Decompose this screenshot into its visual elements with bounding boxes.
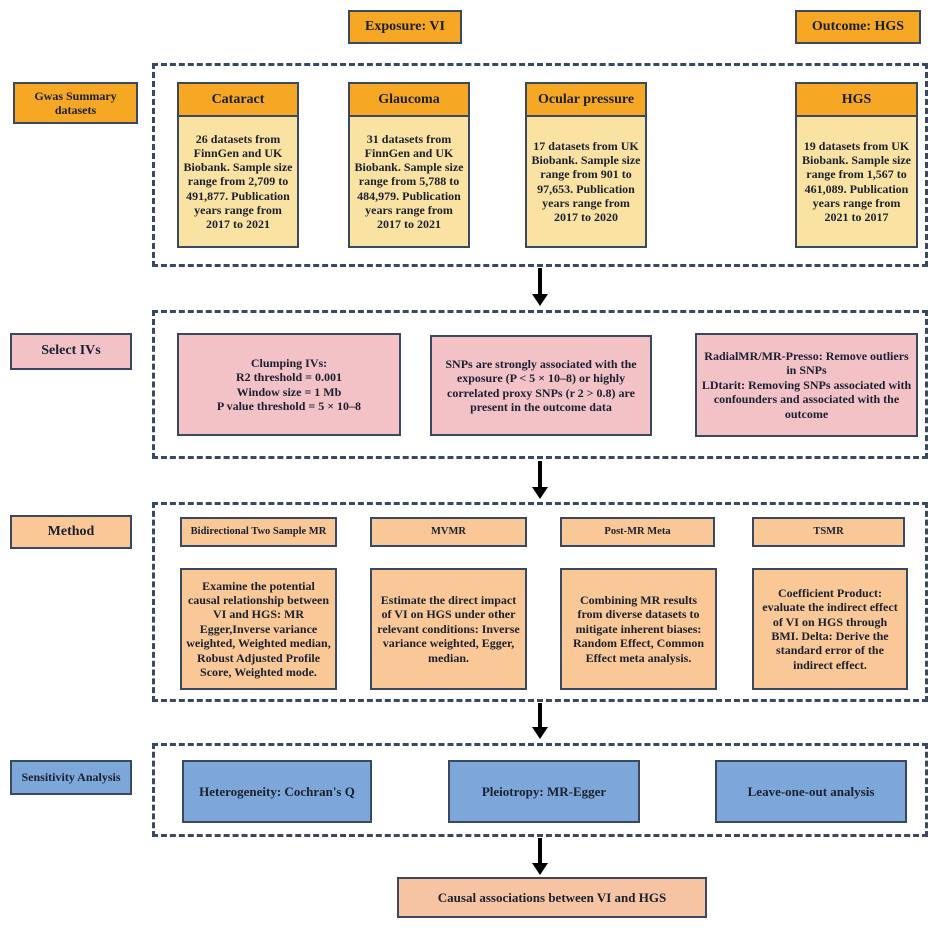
dataset-body: 19 datasets from UK Biobank. Sample size… xyxy=(797,117,916,246)
heterogeneity-box: Heterogeneity: Cochran's Q xyxy=(182,760,372,823)
select-ivs-container xyxy=(152,310,928,459)
method-body-bidirectional-tsmr: Examine the potential causal relationshi… xyxy=(180,568,337,690)
outcome-box: Outcome: HGS xyxy=(795,10,921,44)
select-ivs-label: Select IVs xyxy=(10,333,132,370)
arrow-shaft xyxy=(538,268,542,294)
dataset-title: Ocular pressure xyxy=(527,84,645,117)
method-header-post-mr-meta: Post-MR Meta xyxy=(560,517,715,547)
dataset-box-glaucoma: Glaucoma 31 datasets from FinnGen and UK… xyxy=(348,82,470,248)
dataset-title: Cataract xyxy=(179,84,297,117)
method-body-post-mr-meta: Combining MR results from diverse datase… xyxy=(560,568,717,690)
arrow-shaft xyxy=(538,703,542,727)
sensitivity-analysis-label: Sensitivity Analysis xyxy=(10,760,132,795)
down-arrow-2 xyxy=(532,461,548,499)
arrow-head xyxy=(532,294,548,306)
down-arrow-4 xyxy=(532,838,548,875)
method-header-tsmr: TSMR xyxy=(752,517,905,547)
arrow-head xyxy=(532,863,548,875)
arrow-shaft xyxy=(538,838,542,863)
method-container xyxy=(152,502,928,702)
down-arrow-3 xyxy=(532,703,548,739)
pleiotropy-box: Pleiotropy: MR-Egger xyxy=(448,760,640,823)
dataset-title: Glaucoma xyxy=(350,84,468,117)
dataset-box-hgs: HGS 19 datasets from UK Biobank. Sample … xyxy=(795,82,918,248)
dataset-body: 26 datasets from FinnGen and UK Biobank.… xyxy=(179,117,297,246)
snps-association-box: SNPs are strongly associated with the ex… xyxy=(430,335,652,436)
method-header-bidirectional-tsmr: Bidirectional Two Sample MR xyxy=(180,517,337,547)
outlier-removal-box: RadialMR/MR-Presso: Remove outliers in S… xyxy=(695,333,918,437)
leave-one-out-box: Leave-one-out analysis xyxy=(715,760,907,823)
gwas-summary-label: Gwas Summary datasets xyxy=(13,82,138,124)
method-body-tsmr: Coefficient Product: evaluate the indire… xyxy=(752,568,908,690)
exposure-box: Exposure: VI xyxy=(348,10,462,44)
arrow-head xyxy=(532,487,548,499)
clumping-ivs-box: Clumping IVs: R2 threshold = 0.001 Windo… xyxy=(177,333,401,436)
method-label: Method xyxy=(10,515,132,549)
dataset-body: 31 datasets from FinnGen and UK Biobank.… xyxy=(350,117,468,246)
dataset-body: 17 datasets from UK Biobank. Sample size… xyxy=(527,117,645,246)
sensitivity-container xyxy=(152,743,928,837)
arrow-head xyxy=(532,727,548,739)
result-box: Causal associations between VI and HGS xyxy=(397,877,707,918)
dataset-title: HGS xyxy=(797,84,916,117)
gwas-datasets-container xyxy=(152,63,928,267)
down-arrow-1 xyxy=(532,268,548,306)
method-header-mvmr: MVMR xyxy=(370,517,527,547)
method-body-mvmr: Estimate the direct impact of VI on HGS … xyxy=(370,568,527,690)
dataset-box-ocular-pressure: Ocular pressure 17 datasets from UK Biob… xyxy=(525,82,647,248)
dataset-box-cataract: Cataract 26 datasets from FinnGen and UK… xyxy=(177,82,299,248)
arrow-shaft xyxy=(538,461,542,487)
